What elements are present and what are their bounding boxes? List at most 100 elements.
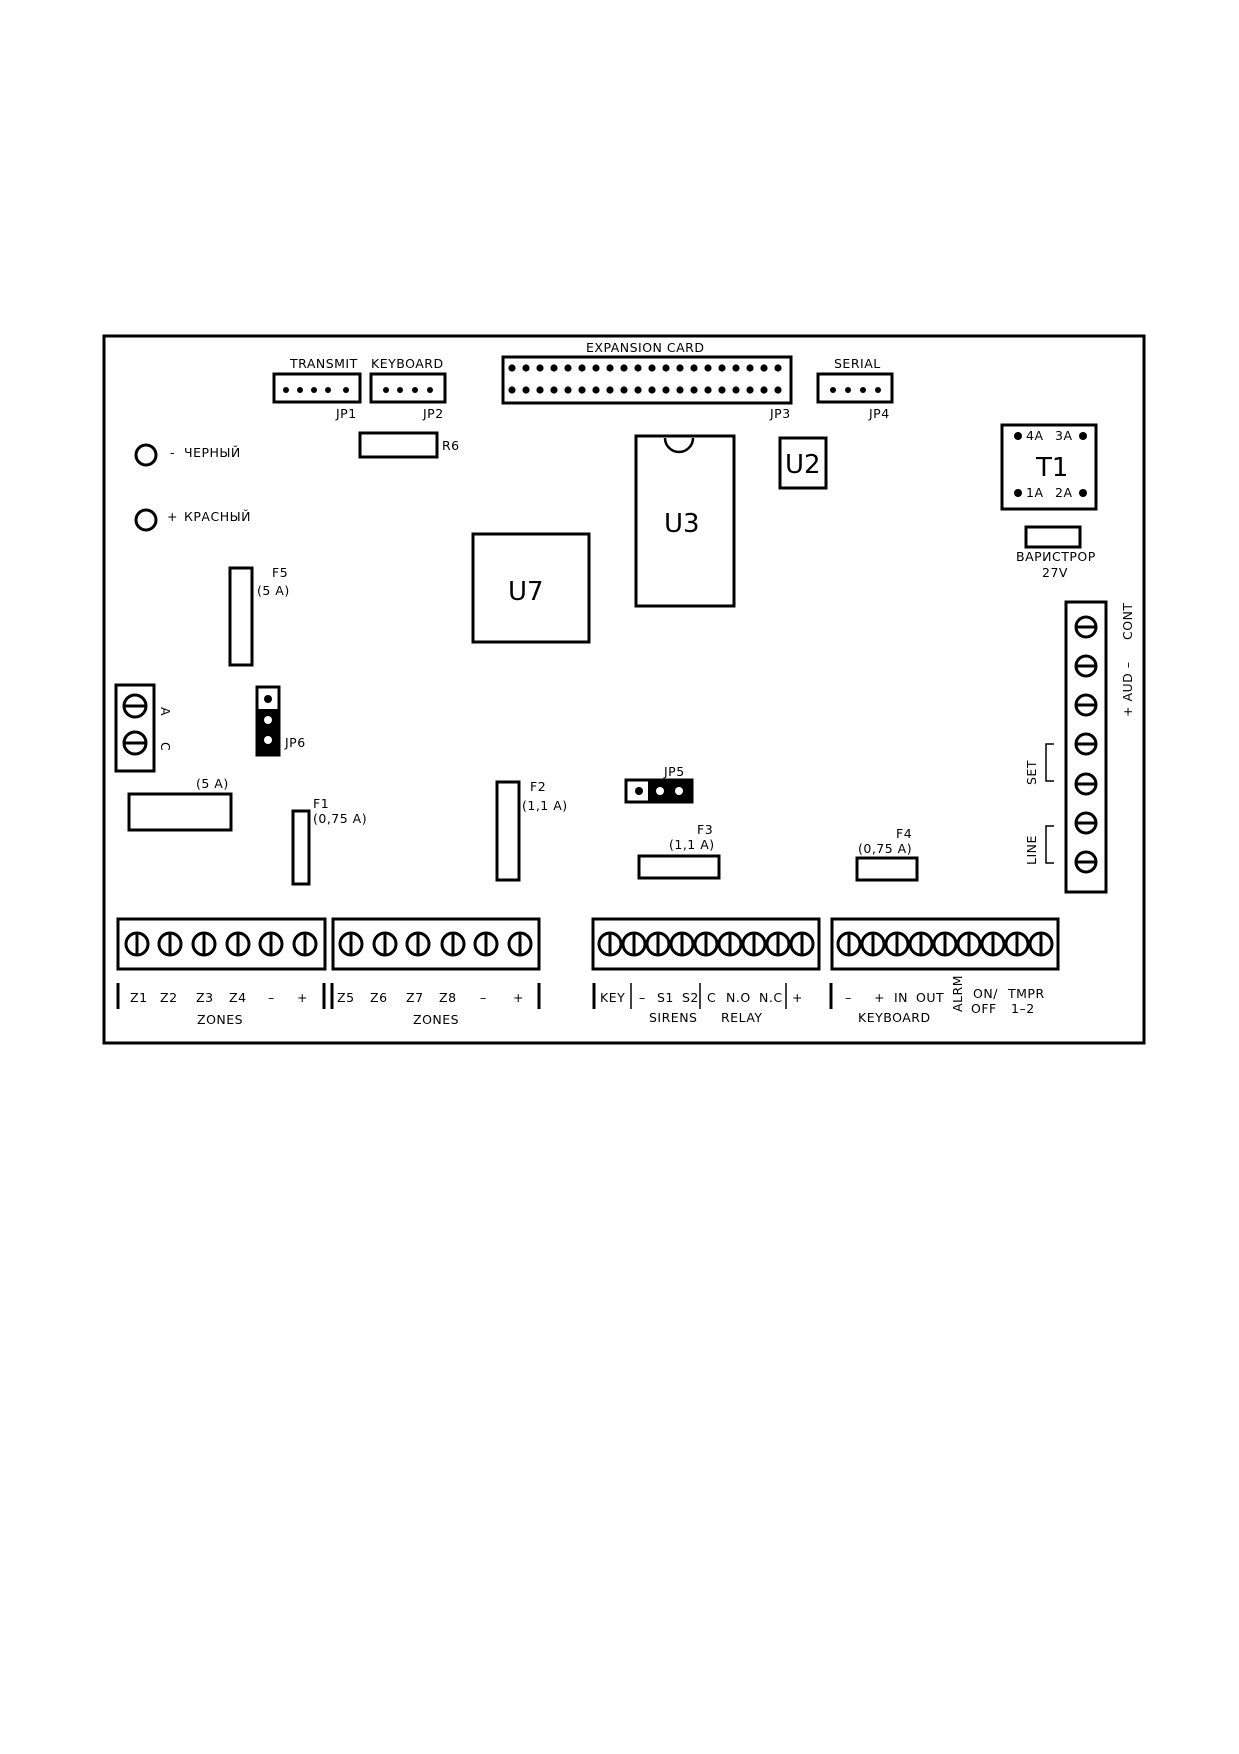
jp4-label: JP4: [868, 406, 890, 421]
expansion-pin: [662, 364, 670, 372]
expansion-pin: [634, 364, 642, 372]
terminal-screw: [191, 931, 217, 957]
transmit-pin: [311, 387, 317, 393]
terminal-screw: [645, 931, 671, 957]
t1-pin-1a: 1A: [1026, 485, 1044, 500]
plus-sign: +: [167, 509, 178, 524]
pin-plus: +: [297, 990, 308, 1005]
f2-label: F2: [530, 779, 546, 794]
expansion-pin: [536, 364, 544, 372]
keyboard-pin: [383, 387, 389, 393]
expansion-pin: [550, 386, 558, 394]
jp6-label: JP6: [284, 735, 306, 750]
pin-minus: –: [845, 990, 852, 1005]
jp1-label: JP1: [335, 406, 357, 421]
serial-pin: [860, 387, 866, 393]
terminal-screw: [507, 931, 533, 957]
terminal-screw: [405, 931, 431, 957]
pin-z3: Z3: [196, 990, 214, 1005]
f1-rating: (0,75 A): [313, 811, 367, 826]
tmpr-label: TMPR: [1007, 986, 1045, 1001]
terminal-a-label: A: [158, 707, 173, 716]
jp3-label: JP3: [769, 406, 791, 421]
expansion-pin: [662, 386, 670, 394]
t1-transformer: 4A 3A 1A 2A T1: [1000, 423, 1098, 511]
terminal-screw: [1074, 693, 1098, 717]
right-terminal-block: CONT + AUD – SET LINE: [1024, 600, 1135, 894]
varistor-value: 27V: [1042, 565, 1068, 580]
varistor: ВАРИСТРОР 27V: [1016, 525, 1095, 580]
left-terminal-block: A C: [114, 683, 173, 773]
pin-minus: –: [639, 990, 646, 1005]
board-outline: [102, 334, 1146, 1045]
transmit-label: TRANSMIT: [289, 356, 358, 371]
terminal-screw: [1028, 931, 1054, 957]
expansion-pin: [676, 386, 684, 394]
pin-in: IN: [894, 990, 908, 1005]
u7-label: U7: [508, 577, 544, 607]
expansion-pin: [578, 386, 586, 394]
expansion-pin: [676, 364, 684, 372]
expansion-pin: [746, 364, 754, 372]
relay-group: RELAY: [721, 1010, 763, 1025]
f3-label: F3: [697, 822, 713, 837]
pin-z4: Z4: [229, 990, 247, 1005]
keyboard-block: [830, 917, 1060, 971]
bottom-thin-separators: [630, 983, 787, 1009]
expansion-pin: [690, 386, 698, 394]
serial-label: SERIAL: [834, 356, 881, 371]
pin-plus: +: [792, 990, 803, 1005]
expansion-pin: [634, 386, 642, 394]
line-label: LINE: [1024, 835, 1039, 865]
expansion-pin: [592, 386, 600, 394]
zones2-labels: Z5 Z6 Z7 Z8 – + ZONES: [337, 990, 524, 1027]
u2-label: U2: [785, 450, 821, 480]
bottom-separators: [116, 983, 833, 1009]
main-fuse: (5 A): [127, 776, 233, 832]
expansion-pin: [760, 364, 768, 372]
fuse-f2: F2 (1,1 A): [495, 779, 567, 882]
jumper-jp5: JP5: [624, 764, 694, 804]
plus-label: КРАСНЫЙ: [184, 509, 251, 524]
expansion-pin: [704, 386, 712, 394]
serial-pin: [875, 387, 881, 393]
terminal-screw: [473, 931, 499, 957]
pin-plus: +: [513, 990, 524, 1005]
terminal-screw: [1074, 850, 1098, 874]
serial-connector: SERIAL JP4: [816, 356, 894, 421]
jp2-label: JP2: [422, 406, 444, 421]
main-fuse-rating: (5 A): [196, 776, 229, 791]
zones1-group: ZONES: [197, 1012, 243, 1027]
pin-out: OUT: [916, 990, 944, 1005]
f5-rating: (5 A): [257, 583, 290, 598]
zones-block-2: [331, 917, 541, 971]
pin-key: KEY: [600, 990, 625, 1005]
t1-pin-4a: 4A: [1026, 428, 1044, 443]
expansion-pin: [760, 386, 768, 394]
terminal-screw: [122, 730, 148, 756]
expansion-pin: [718, 386, 726, 394]
u2-chip: U2: [778, 436, 828, 490]
expansion-pins: [508, 364, 782, 394]
pin-c: C: [707, 990, 716, 1005]
power-plus: + КРАСНЫЙ: [134, 508, 251, 532]
pin-minus: –: [268, 990, 275, 1005]
serial-pin: [830, 387, 836, 393]
terminal-screw: [258, 931, 284, 957]
pin-z2: Z2: [160, 990, 178, 1005]
expansion-pin: [648, 364, 656, 372]
minus-sign: -: [170, 445, 175, 460]
keyboard-pin: [427, 387, 433, 393]
on-label: ON/: [973, 986, 998, 1001]
expansion-pin: [690, 364, 698, 372]
keyboard-group: KEYBOARD: [858, 1010, 931, 1025]
u7-chip: U7: [471, 532, 591, 644]
terminal-screw: [1004, 931, 1030, 957]
terminal-screw: [372, 931, 398, 957]
expansion-pin: [774, 386, 782, 394]
transmit-pin: [283, 387, 289, 393]
terminal-screw: [621, 931, 647, 957]
expansion-label: EXPANSION CARD: [586, 340, 704, 355]
terminal-screw: [956, 931, 982, 957]
minus-label: ЧЕРНЫЙ: [184, 445, 241, 460]
